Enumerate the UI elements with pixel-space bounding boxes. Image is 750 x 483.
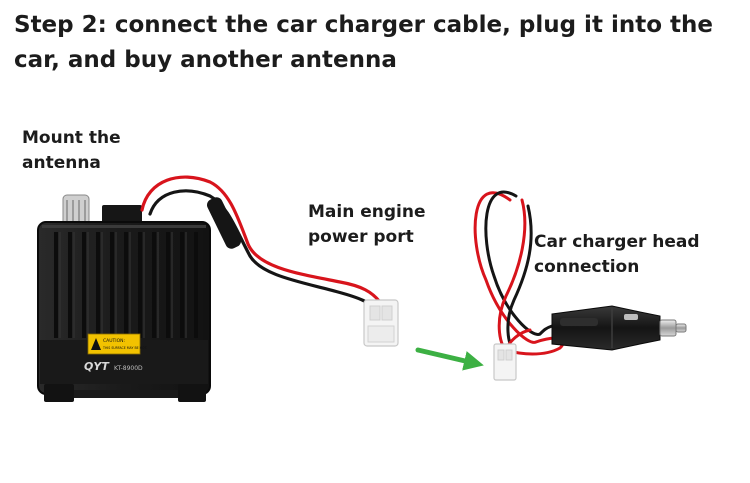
radio-power-plug [363,299,399,347]
charger-cable-plug [493,343,517,381]
mount-antenna-label-line1: Mount the [22,128,121,148]
power-port-label-line2: power port [308,227,414,247]
page-title: Step 2: connect the car charger cable, p… [14,12,713,73]
charger-head-label: Car charger head connection [534,230,700,280]
caution-text-line1: CAUTION: [103,338,125,344]
radio-power-cable [140,175,382,314]
car-charger-cable [473,190,565,356]
mount-antenna-label: Mount the antenna [22,126,121,176]
antenna-connector [62,194,90,226]
radio-model: KT-8900D [114,365,143,372]
radio-brand: QYT [84,360,110,373]
cigarette-lighter-plug [551,305,687,351]
power-port-label: Main engine power port [308,200,426,250]
heatsink-fins [54,232,198,338]
radio-transceiver: CAUTION: THIS SURFACE MAY BE HOT. QYT KT… [37,194,211,402]
charger-head-label-line2: connection [534,257,640,277]
mount-antenna-label-line2: antenna [22,153,101,173]
right-arrow-icon [415,347,484,371]
caution-text-line2: THIS SURFACE MAY BE HOT. [102,346,147,350]
charger-head-label-line1: Car charger head [534,232,700,252]
power-port-label-line1: Main engine [308,202,426,222]
caution-sticker: CAUTION: THIS SURFACE MAY BE HOT. [87,333,147,355]
